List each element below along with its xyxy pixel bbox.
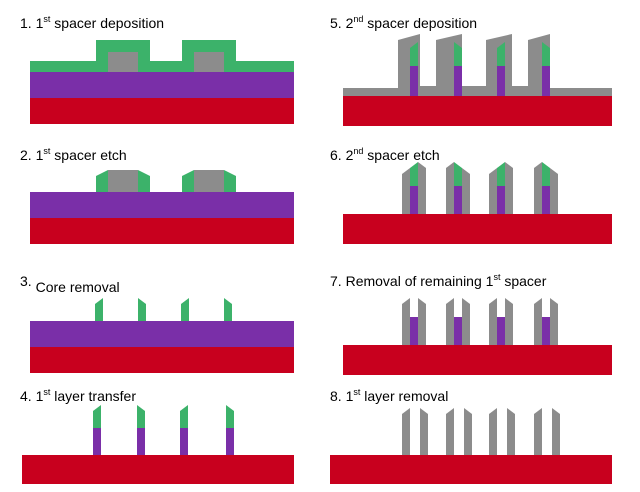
second-spacer xyxy=(402,168,410,214)
step-2-panel xyxy=(30,170,294,244)
substrate-layer xyxy=(330,455,612,484)
spacer-film xyxy=(30,40,294,72)
first-layer-line xyxy=(497,317,505,345)
step-2-title: 2. 1st spacer etch xyxy=(20,146,127,163)
step-4-panel xyxy=(22,405,294,484)
first-layer-line xyxy=(542,317,550,345)
second-spacer xyxy=(446,298,454,345)
second-spacer xyxy=(552,408,560,455)
substrate-layer xyxy=(343,96,612,126)
first-layer-line xyxy=(454,186,462,214)
substrate-layer xyxy=(343,214,612,244)
second-spacer xyxy=(505,298,513,345)
spacer xyxy=(96,170,108,192)
spacer xyxy=(182,170,194,192)
step-4-title: 4. 1st layer transfer xyxy=(20,387,136,404)
step-3-title: 3. Core removal xyxy=(20,273,120,295)
core-line xyxy=(108,52,138,72)
second-spacer xyxy=(489,408,497,455)
first-layer-line xyxy=(180,428,188,455)
second-spacer xyxy=(550,298,558,345)
spacer xyxy=(454,162,462,186)
first-layer-line xyxy=(497,186,505,214)
spacer xyxy=(542,42,550,66)
first-layer-line xyxy=(542,186,550,214)
spacer xyxy=(497,162,505,186)
first-layer xyxy=(30,321,294,347)
first-layer xyxy=(30,72,294,98)
first-layer-line xyxy=(93,428,101,455)
substrate-layer xyxy=(343,345,612,375)
step-5-panel xyxy=(343,34,612,126)
spacer xyxy=(226,405,234,428)
second-spacer xyxy=(489,298,497,345)
second-spacer xyxy=(534,298,542,345)
first-layer-line xyxy=(454,317,462,345)
second-spacer xyxy=(462,168,470,214)
second-spacer xyxy=(418,298,426,345)
first-layer-line xyxy=(410,317,418,345)
spacer xyxy=(410,162,418,186)
step-6-panel xyxy=(343,162,612,244)
spacer xyxy=(497,42,505,66)
step-6-title: 6. 2nd spacer etch xyxy=(330,146,440,163)
second-spacer xyxy=(420,408,428,455)
second-spacer xyxy=(507,408,515,455)
first-layer xyxy=(30,192,294,218)
spacer xyxy=(95,298,103,321)
step-1-title: 1. 1st spacer deposition xyxy=(20,14,164,31)
first-layer-line xyxy=(226,428,234,455)
first-layer-line xyxy=(137,428,145,455)
substrate-layer xyxy=(22,455,294,484)
substrate-layer xyxy=(30,98,294,124)
spacer xyxy=(224,170,236,192)
second-spacer xyxy=(505,162,513,214)
second-spacer xyxy=(489,168,497,214)
spacer xyxy=(138,298,146,321)
spacer xyxy=(137,405,145,428)
spacer xyxy=(181,298,189,321)
step-1-panel xyxy=(30,40,294,124)
spacer xyxy=(93,405,101,428)
first-layer-line xyxy=(497,66,505,96)
second-spacer-film xyxy=(343,34,612,96)
first-layer-line xyxy=(454,66,462,96)
step-3-panel xyxy=(30,298,294,373)
spacer xyxy=(454,42,462,66)
first-layer-line xyxy=(542,66,550,96)
spacer xyxy=(410,42,418,66)
substrate-layer xyxy=(30,347,294,373)
second-spacer xyxy=(446,408,454,455)
core-line xyxy=(194,52,224,72)
second-spacer xyxy=(402,408,410,455)
step-5-title: 5. 2nd spacer deposition xyxy=(330,14,477,31)
spacer xyxy=(180,405,188,428)
first-layer-line xyxy=(410,186,418,214)
step-7-panel xyxy=(343,298,612,375)
second-spacer xyxy=(462,298,470,345)
spacer xyxy=(542,162,550,186)
first-layer-line xyxy=(410,66,418,96)
spacer xyxy=(138,170,150,192)
core-line xyxy=(194,170,224,192)
second-spacer xyxy=(464,408,472,455)
core-line xyxy=(108,170,138,192)
step-7-title: 7. Removal of remaining 1st spacer xyxy=(330,272,547,289)
step-8-title: 8. 1st layer removal xyxy=(330,387,448,404)
second-spacer xyxy=(446,162,454,214)
second-spacer xyxy=(534,408,542,455)
substrate-layer xyxy=(30,218,294,244)
second-spacer xyxy=(402,298,410,345)
second-spacer xyxy=(418,162,426,214)
second-spacer xyxy=(550,168,558,214)
step-8-panel xyxy=(330,408,612,484)
second-spacer xyxy=(534,162,542,214)
spacer xyxy=(224,298,232,321)
